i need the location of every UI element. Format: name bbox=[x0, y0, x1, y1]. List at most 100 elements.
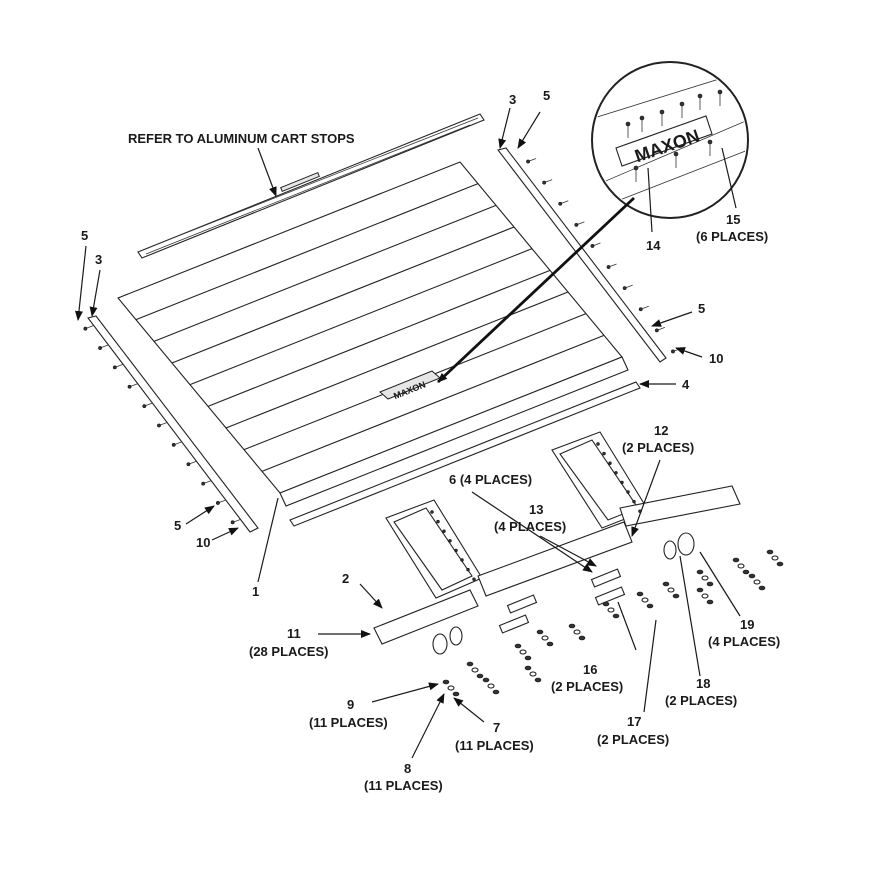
hardware-washer bbox=[573, 629, 581, 635]
label-12: 12 bbox=[654, 423, 668, 438]
frame-hole bbox=[602, 451, 606, 456]
hardware-nut bbox=[442, 679, 450, 685]
frame-hole bbox=[436, 519, 440, 524]
frame-hole bbox=[460, 558, 464, 562]
rail-bolt-head bbox=[157, 423, 161, 428]
label-13: 13 bbox=[529, 502, 543, 517]
hardware-washer bbox=[771, 555, 779, 561]
leader-17 bbox=[643, 619, 657, 713]
leader-7 bbox=[453, 697, 485, 723]
label-18: 18 bbox=[696, 676, 710, 691]
platform-deck: MAXON bbox=[117, 161, 629, 507]
label-refer-cart-stops: REFER TO ALUMINUM CART STOPS bbox=[128, 131, 355, 146]
leader-9 bbox=[371, 682, 439, 703]
hardware-lock bbox=[672, 593, 680, 599]
rail-bolt-head bbox=[201, 481, 206, 486]
hardware-lock bbox=[758, 585, 766, 591]
frame-hole bbox=[430, 510, 434, 514]
hardware-nut bbox=[662, 581, 670, 587]
label-6: 6 (4 PLACES) bbox=[449, 472, 532, 487]
label-5-left-top: 5 bbox=[81, 228, 88, 243]
hardware-nut bbox=[602, 601, 610, 607]
hardware-washer bbox=[667, 587, 675, 593]
label-7: 7 bbox=[493, 720, 500, 735]
zoom-bolt-head bbox=[717, 89, 723, 95]
rail-bolt-head bbox=[230, 520, 235, 525]
frame-hole bbox=[442, 529, 446, 533]
label-17: 17 bbox=[627, 714, 641, 729]
hardware-lock bbox=[452, 691, 460, 697]
rail-bolt-head bbox=[606, 265, 611, 269]
hardware-nut bbox=[466, 661, 474, 667]
hardware-washer bbox=[541, 635, 549, 641]
zoom-bolt-head bbox=[673, 151, 679, 157]
rail-bolt-head bbox=[542, 180, 547, 185]
label-15-qty: (6 PLACES) bbox=[696, 229, 768, 244]
hardware-nut bbox=[536, 629, 544, 635]
zoom-bolt-head bbox=[659, 109, 665, 115]
leader-5-left-bottom bbox=[185, 505, 215, 525]
leader-1 bbox=[257, 497, 279, 583]
lower-frame-assembly bbox=[373, 431, 784, 697]
leader-16 bbox=[617, 601, 637, 651]
platform-slats bbox=[135, 183, 605, 472]
platform-slat-line bbox=[261, 334, 605, 472]
label-18-qty: (2 PLACES) bbox=[665, 693, 737, 708]
frame-hole bbox=[626, 490, 630, 494]
rail-bolt-head bbox=[638, 307, 643, 312]
frame-hole bbox=[472, 577, 476, 581]
hardware-washer bbox=[701, 575, 709, 581]
label-5-right: 5 bbox=[698, 301, 705, 316]
label-12-qty: (2 PLACES) bbox=[622, 440, 694, 455]
label-3-left: 3 bbox=[95, 252, 102, 267]
leader-10-left bbox=[211, 527, 239, 541]
zoom-bolt-head bbox=[633, 165, 639, 171]
rail-bolt-head bbox=[127, 384, 132, 389]
label-4: 4 bbox=[682, 377, 690, 392]
leader-18 bbox=[679, 555, 701, 677]
label-8-qty: (11 PLACES) bbox=[364, 778, 443, 793]
label-14: 14 bbox=[646, 238, 661, 253]
hardware-lock bbox=[706, 599, 714, 605]
leader-refer bbox=[257, 147, 277, 197]
hardware-lock bbox=[492, 689, 500, 695]
hardware-lock bbox=[742, 569, 750, 575]
hardware-washer bbox=[487, 683, 495, 689]
platform-slat-line bbox=[135, 183, 479, 321]
hardware-nut bbox=[568, 623, 576, 629]
label-7-qty: (11 PLACES) bbox=[455, 738, 534, 753]
frame-hole bbox=[608, 461, 612, 465]
platform-slat-line bbox=[207, 269, 551, 407]
rail-bolt-head bbox=[216, 501, 220, 505]
leader-13 bbox=[539, 535, 597, 567]
label-19-qty: (4 PLACES) bbox=[708, 634, 780, 649]
platform-slat-line bbox=[171, 226, 515, 364]
hardware-washer bbox=[737, 563, 745, 569]
label-15: 15 bbox=[726, 212, 740, 227]
rail-bolt-head bbox=[654, 328, 659, 333]
hardware-nut bbox=[732, 557, 740, 563]
hardware-nut bbox=[696, 569, 704, 575]
hardware-nut bbox=[524, 665, 532, 671]
hardware-nut bbox=[482, 677, 490, 683]
rail-bolt-head bbox=[526, 159, 530, 164]
frame-hole bbox=[614, 471, 618, 475]
hardware-lock bbox=[534, 677, 542, 683]
hardware-lock bbox=[646, 603, 654, 609]
zoom-bolt-head bbox=[625, 121, 631, 127]
rail-bolt-head bbox=[186, 462, 191, 467]
hardware-lock bbox=[476, 673, 484, 679]
hardware-nut bbox=[748, 573, 756, 579]
label-3-right: 3 bbox=[509, 92, 516, 107]
zoom-arrow bbox=[437, 196, 635, 384]
label-16-qty: (2 PLACES) bbox=[551, 679, 623, 694]
frame-hole bbox=[596, 442, 600, 446]
label-19: 19 bbox=[740, 617, 754, 632]
hardware-lock bbox=[524, 655, 532, 661]
label-11-qty: (28 PLACES) bbox=[249, 644, 328, 659]
leader-6 bbox=[471, 491, 593, 573]
hardware-washer bbox=[753, 579, 761, 585]
leader-19 bbox=[699, 551, 741, 617]
hardware-washer bbox=[471, 667, 479, 673]
label-2: 2 bbox=[342, 571, 349, 586]
